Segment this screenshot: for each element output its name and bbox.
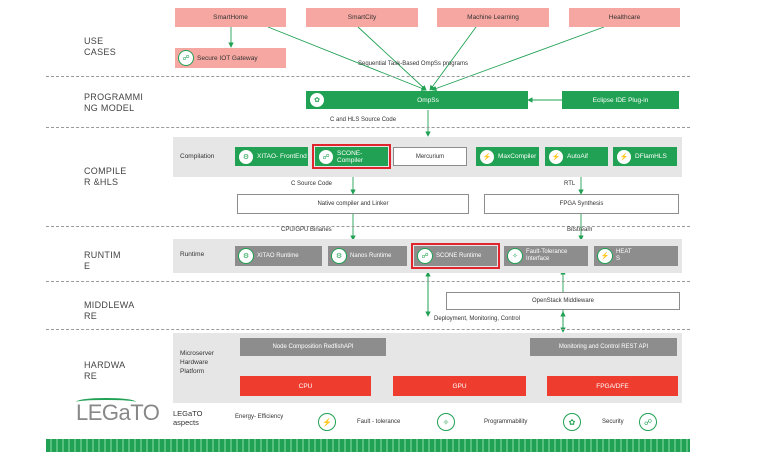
openstack-middleware[interactable]: OpenStack Middleware — [446, 292, 680, 310]
note-cpu-gpu-binaries: CPU/GPU Binaries — [281, 227, 332, 233]
maxcompiler[interactable]: ⚡MaxCompiler — [476, 147, 539, 166]
separator — [46, 76, 690, 77]
logo-arc — [76, 398, 136, 406]
bolt-icon: ⚡ — [597, 248, 613, 264]
use-case-smartcity[interactable]: SmartCity — [306, 8, 418, 27]
heats[interactable]: ⚡HEAT S — [594, 246, 678, 266]
fpga-synthesis[interactable]: FPGA Synthesis — [484, 194, 679, 214]
scone-runtime[interactable]: ☍SCONE Runtime — [411, 243, 500, 269]
compilation-title: Compilation — [180, 153, 215, 160]
bolt-icon: ⚡ — [548, 148, 564, 165]
gear-icon: ⚙ — [331, 248, 347, 264]
note-c-source: C Source Code — [291, 181, 333, 187]
bolt-icon: ⚡ — [318, 413, 336, 431]
use-case-healthcare[interactable]: Healthcare — [569, 8, 680, 27]
aspects-title: LEGaTO aspects — [173, 409, 203, 427]
eclipse-ide-plugin[interactable]: Eclipse IDE Plug-in — [562, 91, 679, 109]
aspect-programmability: Programmability — [484, 419, 528, 425]
note-sequential: Sequential Task-Based OmpSs programs — [358, 61, 468, 67]
layer-label-middleware: MIDDLEWA RE — [84, 300, 135, 321]
aspect-fault-tolerance: Fault - tolerance — [357, 419, 401, 425]
note-rtl: RTL — [564, 181, 576, 187]
note-source-code: C and HLS Source Code — [330, 117, 397, 123]
layer-label-programming-model: PROGRAMMI NG MODEL — [84, 92, 144, 113]
cpu-block[interactable]: CPU — [240, 376, 371, 396]
gear-icon: ⚙ — [238, 148, 254, 165]
gear-icon: ⚙ — [238, 248, 254, 264]
ompss-box[interactable]: ✿ OmpSs — [306, 91, 528, 109]
secure-iot-gateway[interactable]: ☍ Secure IOT Gateway — [175, 48, 286, 68]
lock-icon: ☍ — [178, 50, 194, 66]
scone-compiler[interactable]: ☍SCONE-Compiler — [312, 144, 391, 169]
aspect-energy: Energy- Efficiency — [235, 414, 284, 420]
layer-label-hardware: HARDWA RE — [84, 360, 126, 381]
use-case-machine-learning[interactable]: Machine Learning — [437, 8, 549, 27]
bolt-icon: ⚡ — [616, 148, 632, 165]
note-bitstream: Bitstream — [567, 227, 593, 233]
fpga-dfe-block[interactable]: FPGA/DFE — [547, 376, 678, 396]
native-compiler-linker[interactable]: Native compiler and Linker — [237, 194, 469, 214]
xitao-frontend[interactable]: ⚙XITAO- FrontEnd — [235, 147, 308, 166]
separator — [46, 226, 690, 227]
lock-icon: ☍ — [417, 248, 433, 264]
nanos-runtime[interactable]: ⚙Nanos Runtime — [328, 246, 407, 266]
separator — [46, 127, 690, 128]
dflamhls[interactable]: ⚡DFlamHLS — [613, 147, 677, 166]
separator — [46, 281, 690, 282]
fault-tolerance-interface[interactable]: ✧Fault-Tolerance Interface — [504, 246, 588, 266]
wrench-icon: ✧ — [437, 413, 455, 431]
xitao-runtime[interactable]: ⚙XITAO Runtime — [235, 246, 322, 266]
separator — [46, 329, 690, 330]
layer-label-compiler-hls: COMPILE R &HLS — [84, 166, 127, 187]
lock-icon: ☍ — [318, 148, 334, 165]
brain-icon: ✿ — [309, 92, 325, 108]
aspect-security: Security — [602, 419, 624, 425]
gpu-block[interactable]: GPU — [393, 376, 526, 396]
redfish-api[interactable]: Node Composition RedfishAPI — [240, 338, 386, 356]
bottom-bar — [46, 439, 690, 452]
lock-icon: ☍ — [639, 413, 657, 431]
layer-label-runtime: RUNTIM E — [84, 250, 121, 271]
layer-label-use-cases: USE CASES — [84, 36, 117, 57]
bolt-icon: ⚡ — [479, 148, 495, 165]
autoaif[interactable]: ⚡AutoAif — [545, 147, 608, 166]
monitoring-rest-api[interactable]: Monitoring and Control REST API — [530, 338, 677, 356]
note-deployment: Deployment, Monitoring, Control — [434, 316, 521, 322]
brain-icon: ✿ — [563, 413, 581, 431]
mercurium[interactable]: Mercurium — [393, 147, 467, 166]
wrench-icon: ✧ — [507, 248, 523, 264]
hardware-title: Microserver Hardware Platform — [180, 350, 214, 375]
runtime-title: Runtime — [180, 251, 205, 258]
use-case-smarthome[interactable]: SmartHome — [175, 8, 286, 27]
